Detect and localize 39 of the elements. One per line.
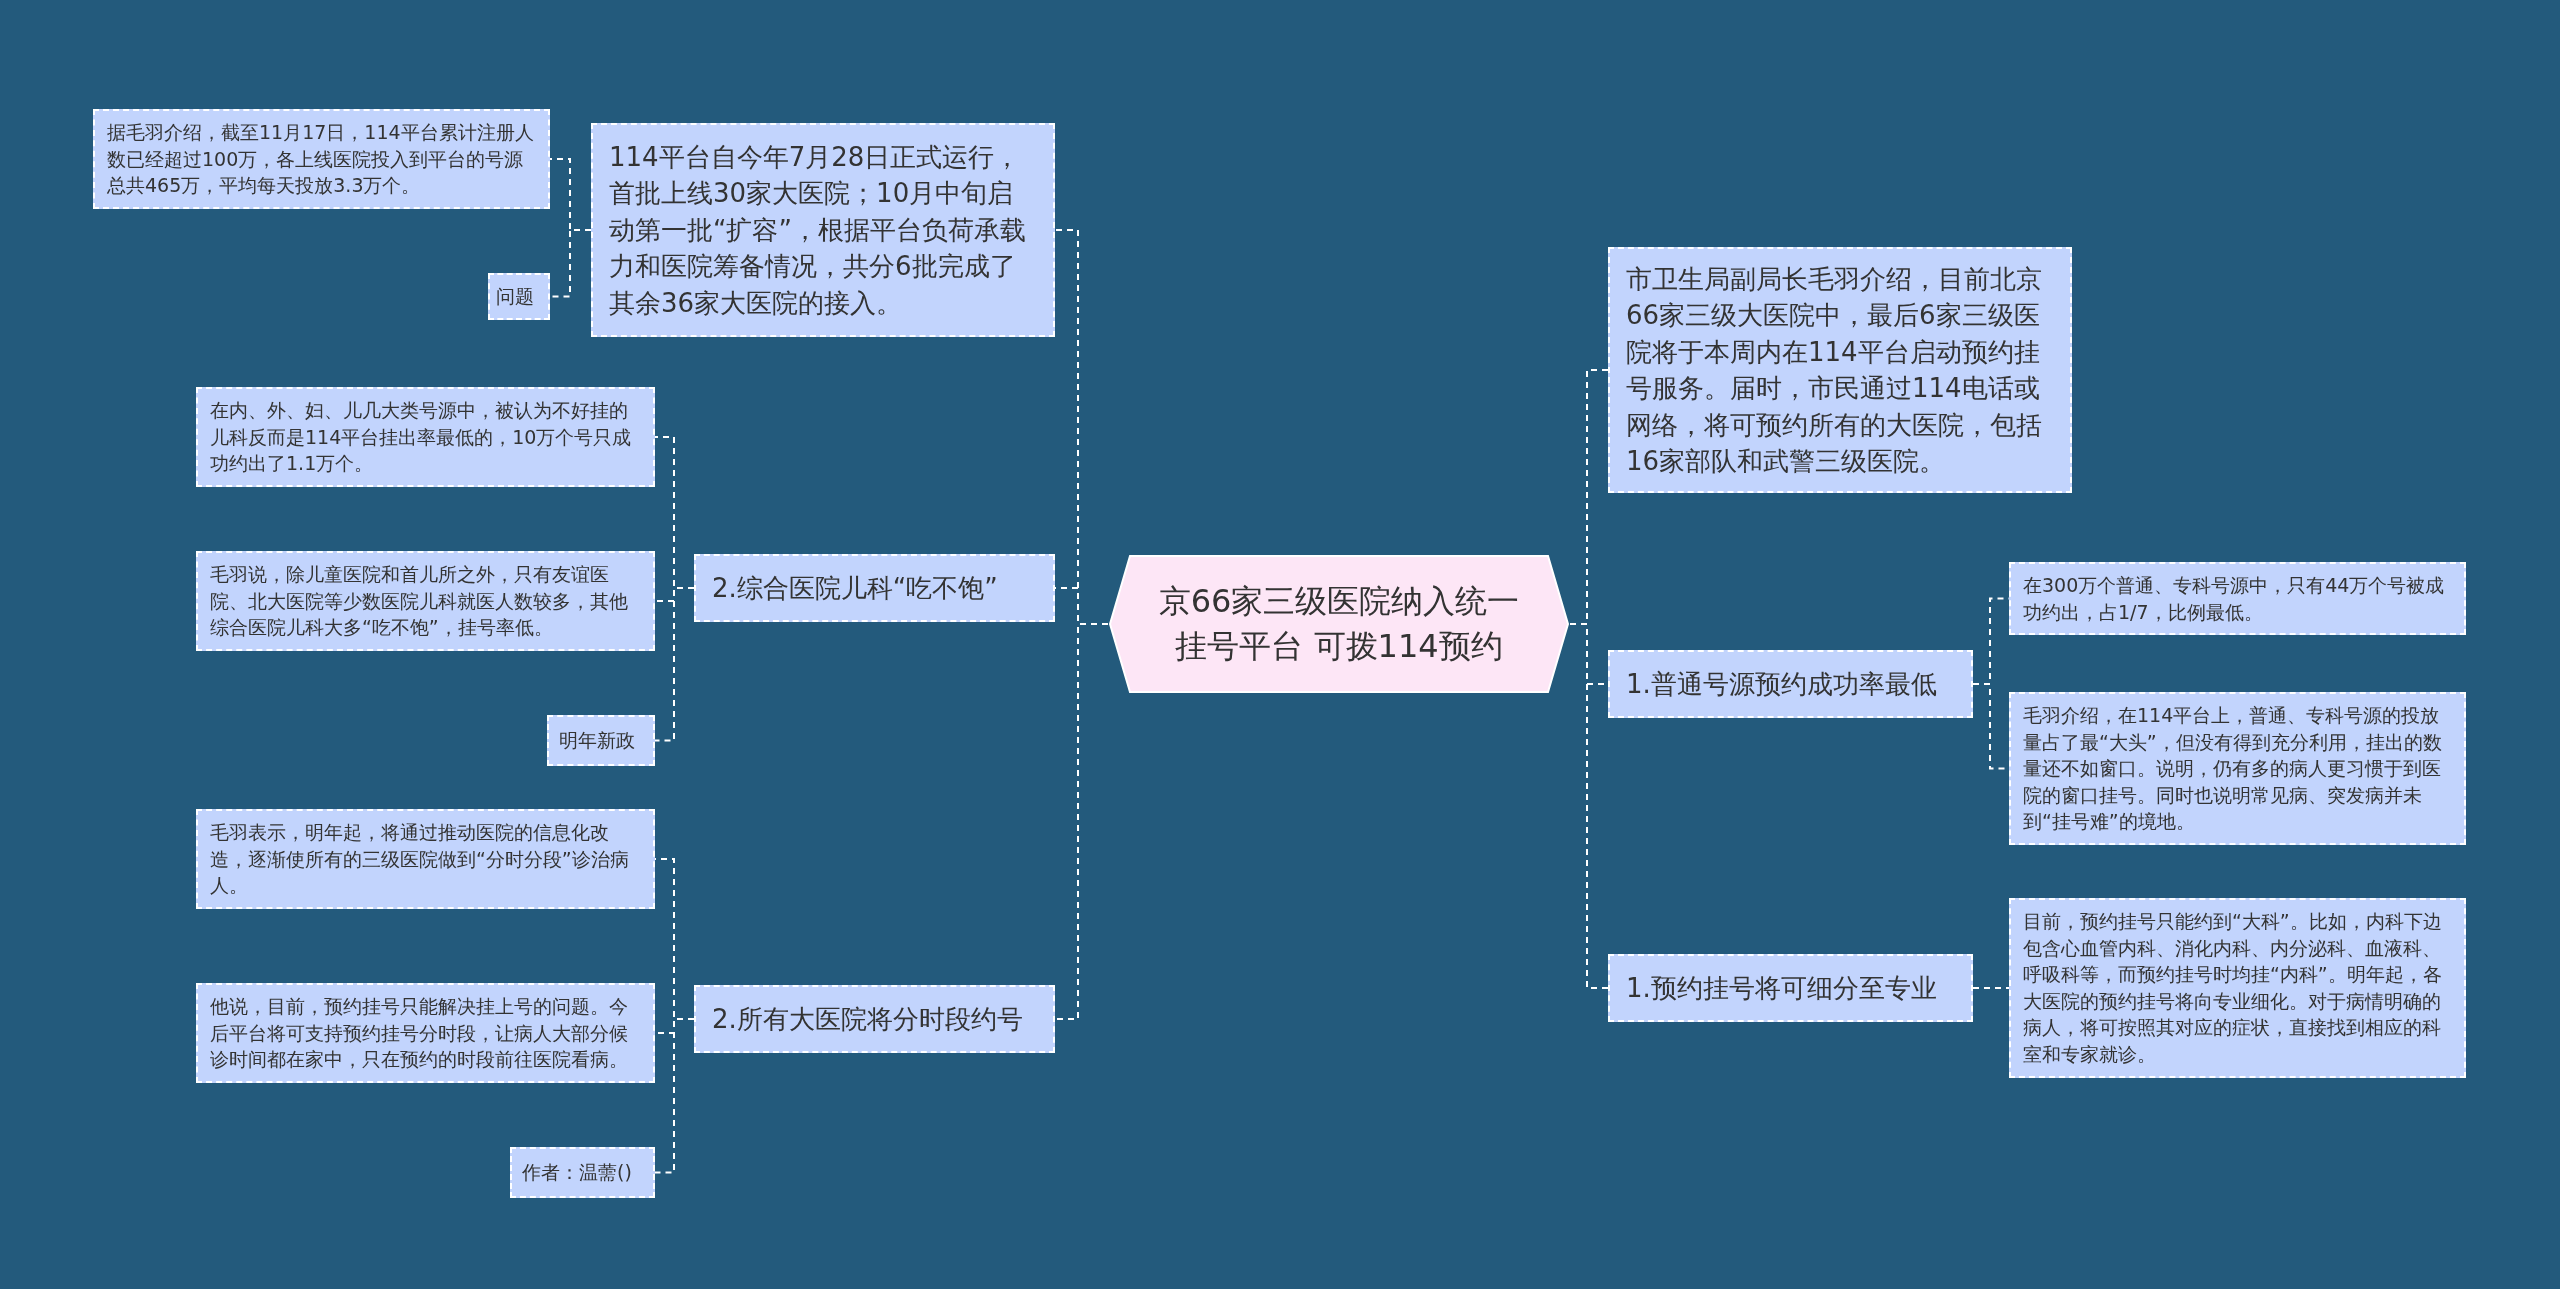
connector-line: [654, 587, 695, 742]
note-box: [196, 387, 655, 487]
note-box: [2009, 562, 2466, 636]
node-text: 目前，预约挂号只能约到“大科”。比如，内科下边包含心血管内科、消化内科、内分泌科、血液科、呼吸科等，而预约挂号时均挂“内科”。明年起，各大医院的预约挂号将向专业细化。对于病情明确的病人，将可按照其对应的症状，直接找到相应的科室和专家就诊。: [2023, 909, 2443, 1067]
note-box: [488, 273, 550, 320]
node-text: 市卫生局副局长毛羽介绍，目前北京66家三级大医院中，最后6家三级医院将于本周内在114平台启动预约挂号服务。届时，市民通过114电话或网络，将可预约所有的大医院，包括16家部队和武警三级医院。: [1626, 263, 2043, 478]
topic-box: [591, 123, 1055, 337]
node-text: 2.所有大医院将分时段约号: [712, 1003, 1024, 1036]
note-box: [547, 715, 655, 766]
note-box: [2009, 898, 2466, 1078]
topic-box: [694, 554, 1055, 623]
node-text: 问题: [496, 284, 535, 309]
note-box: [2009, 692, 2466, 845]
connector-line: [654, 1018, 695, 1174]
node-text: 毛羽说，除儿童医院和首儿所之外，只有友谊医院、北大医院等少数医院儿科就医人数较多，其他综合医院儿科大多“吃不饱”，挂号率低。: [210, 562, 629, 641]
node-text: 作者：温薷(): [522, 1160, 633, 1185]
node-text: 京66家三级医院纳入统一挂号平台 可拨114预约: [1157, 581, 1521, 667]
note-box: [196, 983, 655, 1083]
note-box: [510, 1147, 655, 1198]
node-text: 1.普通号源预约成功率最低: [1626, 668, 1938, 701]
node-text: 在300万个普通、专科号源中，只有44万个号被成功约出，占1/7，比例最低。: [2023, 573, 2446, 625]
node-text: 2.综合医院儿科“吃不饱”: [712, 572, 999, 605]
topic-box: [694, 985, 1055, 1054]
node-text: 据毛羽介绍，截至11月17日，114平台累计注册人数已经超过100万，各上线医院投入到平台的号源总共465万，平均每天投放3.3万个。: [107, 120, 535, 199]
central-topic: [1108, 554, 1570, 694]
note-box: [196, 809, 655, 909]
node-text: 毛羽表示，明年起，将通过推动医院的信息化改造，逐渐使所有的三级医院做到“分时分段”诊治病人。: [210, 820, 630, 899]
topic-box: [1608, 954, 1973, 1023]
note-box: [93, 109, 550, 209]
note-box: [1608, 247, 2072, 494]
node-text: 114平台自今年7月28日正式运行，首批上线30家大医院；10月中旬启动第一批“扩容”，根据平台负荷承载力和医院筹备情况，共分6批完成了其余36家大医院的接入。: [609, 141, 1027, 320]
node-text: 他说，目前，预约挂号只能解决挂上号的问题。今后平台将可支持预约挂号分时段，让病人大部分候诊时间都在家中，只在预约的时段前往医院看病。: [210, 994, 629, 1073]
node-text: 明年新政: [559, 728, 636, 753]
topic-box: [1608, 650, 1973, 719]
node-text: 在内、外、妇、儿几大类号源中，被认为不好挂的儿科反而是114平台挂出率最低的，10万个号只成功约出了1.1万个。: [210, 398, 633, 477]
note-box: [196, 551, 655, 651]
connector-line: [1972, 987, 2010, 989]
node-text: 1.预约挂号将可细分至专业: [1626, 972, 1938, 1005]
node-text: 毛羽介绍，在114平台上，普通、专科号源的投放量占了最“大头”，但没有得到充分利用，挂出的数量还不如窗口。说明，仍有多的病人更习惯于到医院的窗口挂号。同时也说明常见病、突发病并未到“挂号难”的境地。: [2023, 703, 2443, 835]
